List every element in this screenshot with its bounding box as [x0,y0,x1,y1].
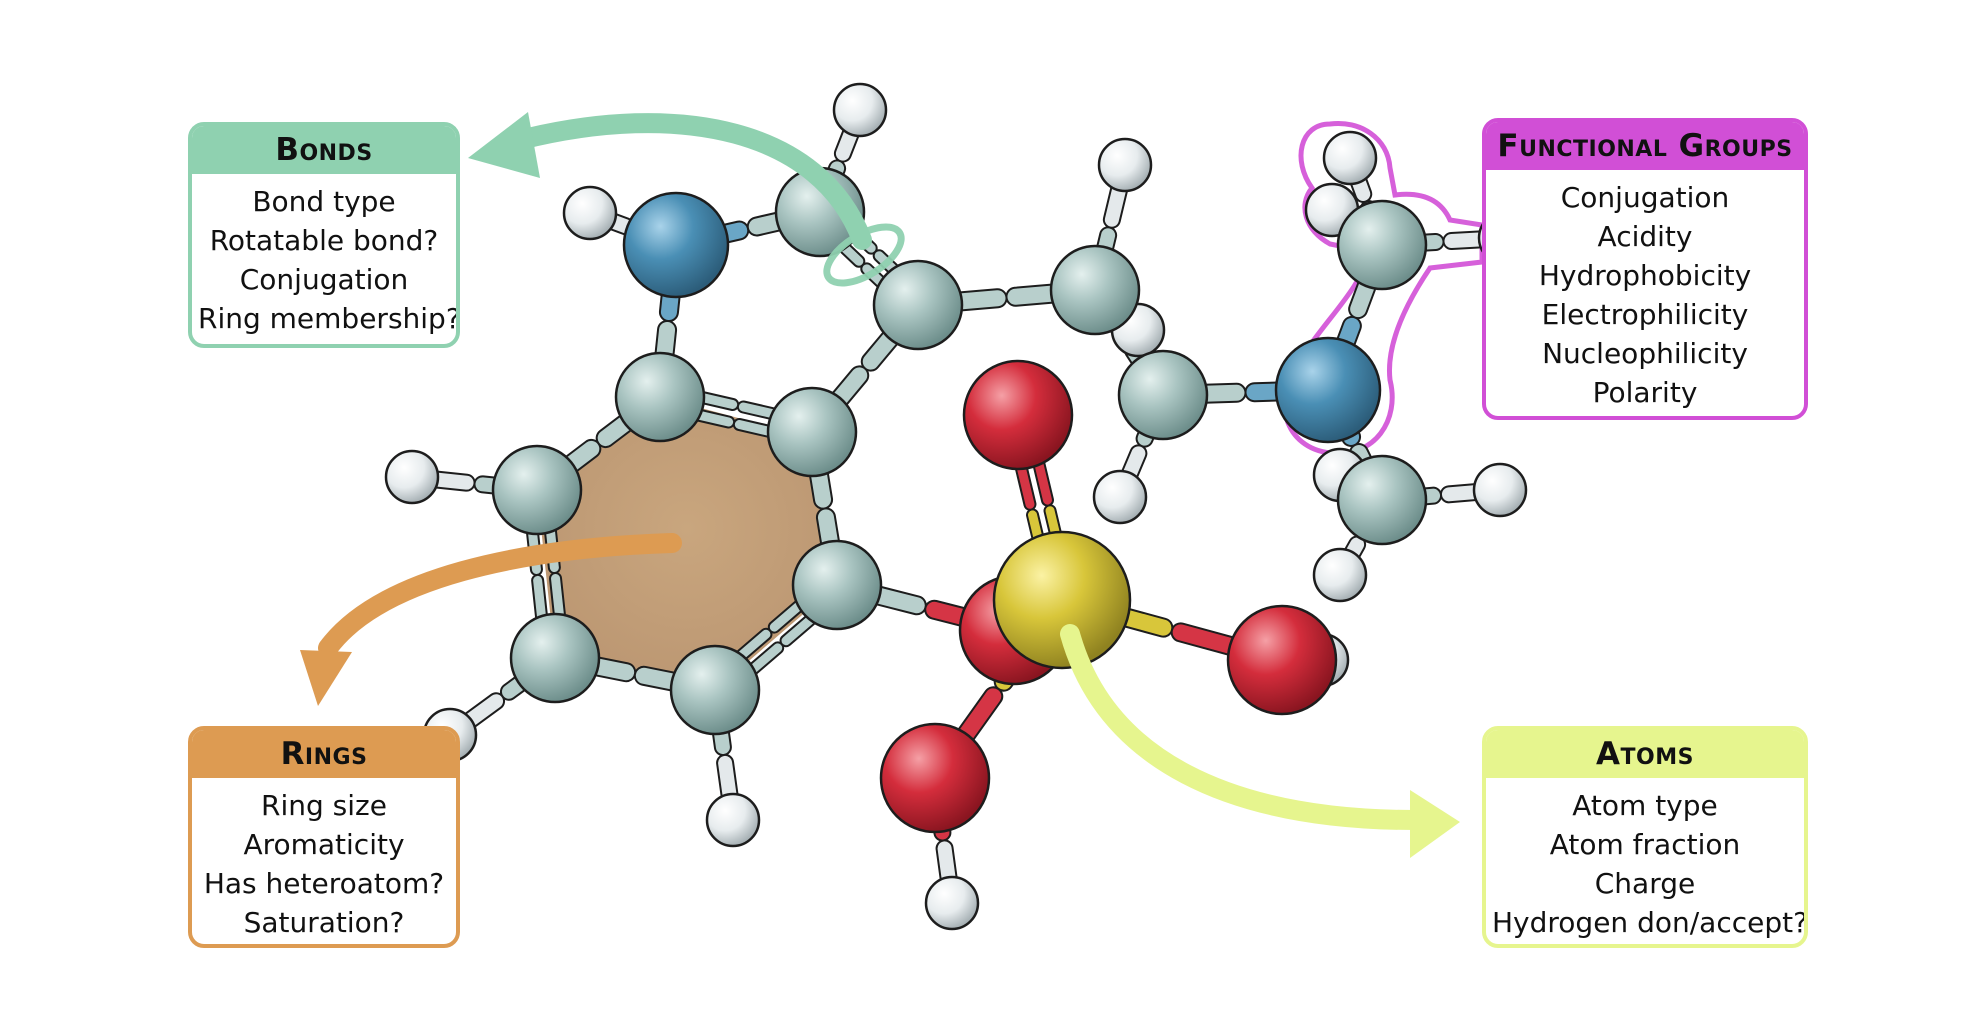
carbon-atom [509,612,601,704]
functional-groups-panel: Functional Groups Conjugation Acidity Hy… [1482,118,1808,420]
atoms-arrow [1060,624,1425,830]
carbon-atom [1117,349,1209,441]
atoms-arrowhead [1410,790,1460,858]
functional-groups-item: Nucleophilicity [1542,337,1748,370]
hydrogen-atom [1312,547,1368,603]
carbon-atom [1049,244,1141,336]
bonds-item: Conjugation [239,263,409,296]
hydrogen-atom [705,792,761,848]
hydrogen-atom [924,875,980,931]
oxygen-atom [879,722,991,834]
rings-arrow [318,533,682,658]
bonds-arrowhead [468,112,540,178]
atoms-item: Hydrogen don/accept? [1492,906,1808,939]
functional-groups-item: Conjugation [1560,181,1730,214]
carbon-atom [791,539,883,631]
oxygen-atom [962,359,1074,471]
carbon-atom [1336,454,1428,546]
bonds-item: Bond type [252,185,396,218]
sulfur-atom [992,530,1132,670]
rings-item: Ring size [261,789,387,822]
rings-item: Saturation? [243,906,405,939]
atoms-item: Atom type [1572,789,1718,822]
rings-arrowhead [300,650,352,706]
hydrogen-atom [1097,137,1153,193]
carbon-atom [872,259,964,351]
bonds-item: Rotatable bond? [209,224,439,257]
functional-groups-item: Polarity [1592,376,1698,409]
functional-groups-panel-title: Functional Groups [1486,122,1804,170]
hydrogen-atom [832,82,888,138]
functional-groups-item: Electrophilicity [1541,298,1749,331]
rings-panel-title: Rings [192,730,456,778]
hydrogen-atom [384,449,440,505]
atoms-panel: Atoms Atom type Atom fraction Charge Hyd… [1482,726,1808,948]
nitrogen-atom [622,191,730,299]
rings-item: Aromaticity [243,828,405,861]
hydrogen-atom [1322,130,1378,186]
atoms-item: Atom fraction [1549,828,1741,861]
bonds-arrow [510,113,872,250]
rings-panel: Rings Ring size Aromaticity Has heteroat… [188,726,460,948]
bonds-panel: Bonds Bond type Rotatable bond? Conjugat… [188,122,460,348]
hydrogen-atom [1472,462,1528,518]
oxygen-atom [1226,604,1338,716]
rings-item: Has heteroatom? [203,867,445,900]
functional-groups-item: Acidity [1597,220,1693,253]
molecule-atoms [384,82,1533,931]
carbon-atom [614,351,706,443]
hydrogen-atom [562,185,618,241]
nitrogen-atom [1274,336,1382,444]
bonds-item: Ring membership? [198,302,460,335]
carbon-atom [491,444,583,536]
carbon-atom [1336,199,1428,291]
aromatic-ring-fill [537,397,837,690]
atoms-item: Charge [1594,867,1696,900]
functional-groups-item: Hydrophobicity [1538,259,1752,292]
carbon-atom [766,386,858,478]
carbon-atom [669,644,761,736]
atoms-panel-title: Atoms [1486,730,1804,778]
hydrogen-atom [1092,469,1148,525]
bonds-panel-title: Bonds [192,126,456,174]
